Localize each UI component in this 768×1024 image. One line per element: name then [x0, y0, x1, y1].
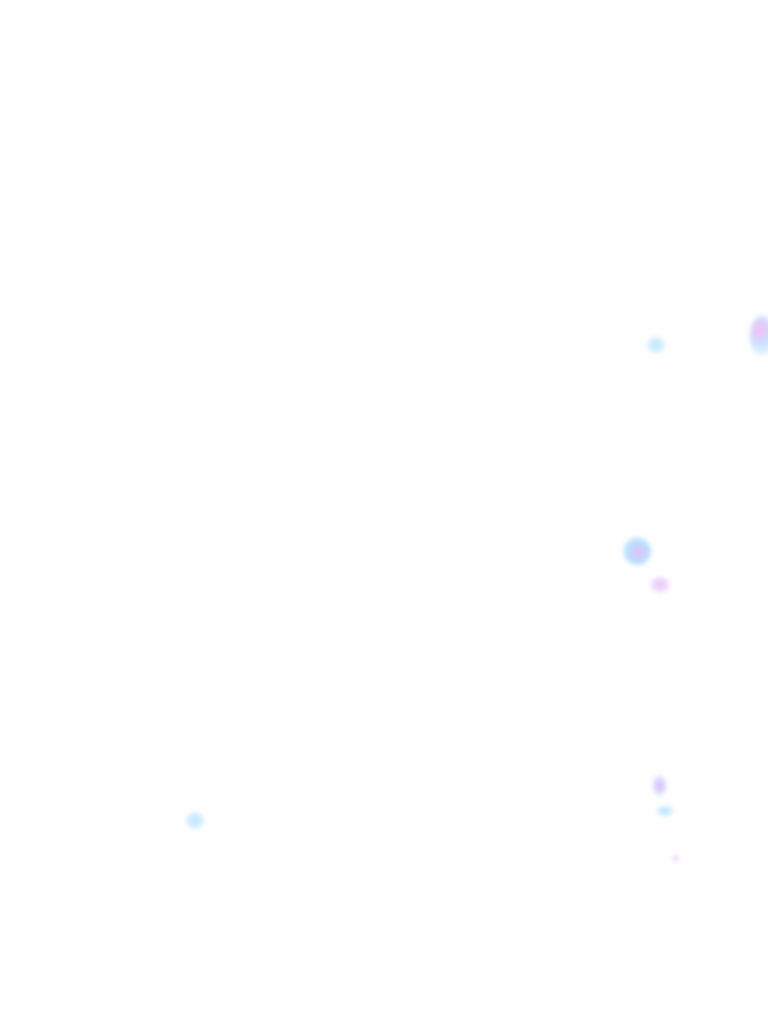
color-spot — [672, 855, 679, 862]
color-spot — [623, 537, 651, 565]
color-spot — [656, 806, 674, 816]
color-spot — [186, 812, 204, 829]
color-spot — [653, 775, 666, 796]
color-spot — [647, 337, 665, 353]
color-spot — [650, 577, 670, 592]
color-spot — [750, 316, 768, 356]
